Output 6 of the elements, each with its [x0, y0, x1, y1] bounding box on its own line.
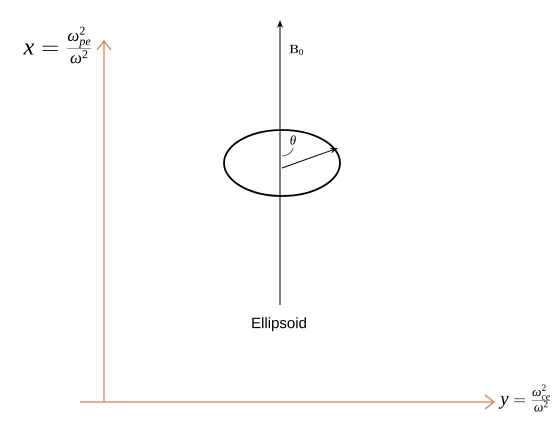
ellipsoid-label: Ellipsoid — [252, 317, 306, 332]
ellipse-shape — [223, 129, 341, 197]
angle-label: $\theta$ — [290, 135, 296, 145]
axis-label: $x = \frac{\omega_{pe}^{2}}{\omega^{2}}$ — [23, 26, 92, 64]
field-label: $\mathbf{B}_{0}$ — [290, 44, 303, 56]
axis-label: $y = \frac{\omega_{ce}^{2}}{\omega^{2}}$ — [498, 384, 550, 412]
